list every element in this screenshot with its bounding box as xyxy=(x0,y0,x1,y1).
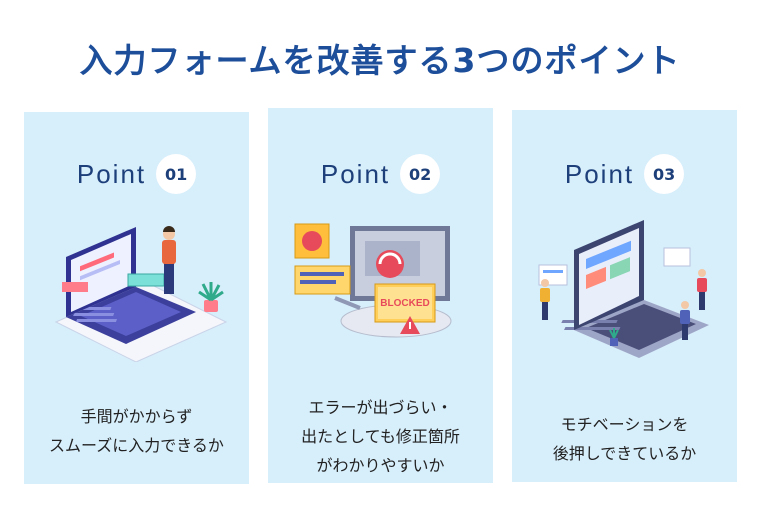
description-line: スムーズに入力できるか xyxy=(49,436,224,455)
point-description: エラーが出づらい・ 出たとしても修正箇所 がわかりやすいか xyxy=(268,393,493,480)
point-card-01: Point 01 手間がかからず スムーズに入力できるか xyxy=(24,112,249,484)
point-label: Point xyxy=(564,158,635,189)
point-description: モチベーションを 後押しできているか xyxy=(512,410,737,468)
point-number-badge: 03 xyxy=(644,154,685,194)
point-heading: Point 02 xyxy=(268,154,493,194)
laptop-person-illustration xyxy=(54,226,228,362)
point-number-badge: 02 xyxy=(400,154,441,194)
description-line: がわかりやすいか xyxy=(316,456,445,475)
description-line: モチベーションを xyxy=(560,415,689,434)
point-card-03: Point 03 xyxy=(512,110,737,482)
description-line: 出たとしても修正箇所 xyxy=(301,427,460,446)
point-label: Point xyxy=(320,158,391,189)
description-line: 手間がかからず xyxy=(80,407,193,426)
point-card-02: Point 02 BLOCKED エラーが出づらい・ 出たとしても修正箇所 がわ… xyxy=(268,108,493,483)
description-line: 後押しできているか xyxy=(552,444,697,463)
point-heading: Point 03 xyxy=(512,154,737,194)
point-number-badge: 01 xyxy=(156,154,197,194)
laptop-team-illustration xyxy=(538,220,709,358)
point-heading: Point 01 xyxy=(24,154,249,194)
blocked-error-illustration: BLOCKED xyxy=(294,223,452,338)
point-description: 手間がかからず スムーズに入力できるか xyxy=(24,402,249,460)
blocked-text: BLOCKED xyxy=(380,298,429,309)
description-line: エラーが出づらい・ xyxy=(308,398,453,417)
page-title: 入力フォームを改善する3つのポイント xyxy=(79,41,681,80)
point-label: Point xyxy=(76,158,147,189)
